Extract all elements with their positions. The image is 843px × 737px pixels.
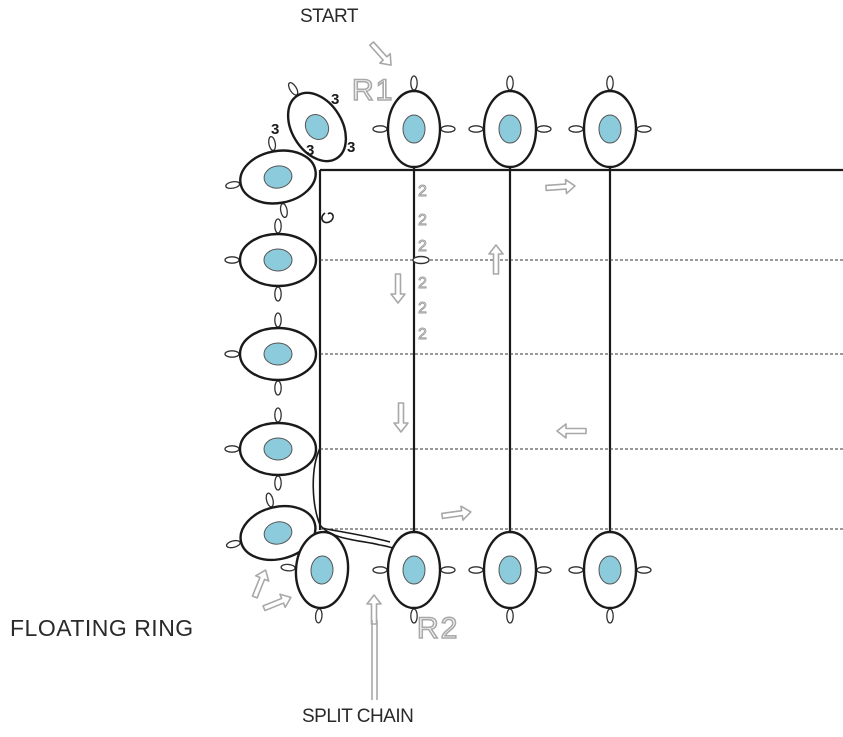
arrow-floating-up-icon <box>247 566 273 601</box>
arrow-left-icon <box>556 423 587 439</box>
floating-ring <box>225 492 317 562</box>
stitch-count: 3 <box>271 121 279 138</box>
left-ring-4 <box>224 407 318 491</box>
r2-label: R2 <box>416 611 460 646</box>
dashed-lines <box>320 259 843 530</box>
stitch-count: 2 <box>418 212 427 229</box>
bottom-ring-3 <box>568 530 652 624</box>
bottom-ring-1 <box>372 530 456 624</box>
arrow-right-icon <box>440 504 473 524</box>
arrow-down-icon <box>393 402 409 433</box>
arrow-down-icon <box>390 273 406 304</box>
r1-label: R1 <box>351 73 395 108</box>
corner-ring <box>286 82 348 163</box>
arrow-split-chain-icon <box>366 594 382 625</box>
stitch-count: 3 <box>331 91 339 108</box>
frame-lines <box>318 162 843 532</box>
arrow-right-icon <box>544 178 577 196</box>
stitch-count: 2 <box>418 238 427 255</box>
left-ring-1 <box>225 135 317 219</box>
stitch-count: 2 <box>418 275 427 292</box>
stitch-count: 3 <box>347 139 355 156</box>
bottom-ring-corner <box>280 530 350 624</box>
stitch-count: 2 <box>418 326 427 343</box>
joining-loop <box>321 212 334 224</box>
stitch-count: 2 <box>418 300 427 317</box>
top-ring-1 <box>372 75 456 169</box>
left-ring-3 <box>224 312 318 396</box>
split-chain-label: SPLIT CHAIN <box>302 706 414 727</box>
chain-stitch-counts: 2 2 2 2 2 2 <box>418 183 428 344</box>
left-ring-2 <box>224 218 318 302</box>
top-ring-2 <box>468 75 552 169</box>
chain-join-picot <box>412 255 430 265</box>
arrow-start-icon <box>365 38 398 71</box>
floating-ring-label: FLOATING RING <box>10 615 194 641</box>
start-label: START <box>300 6 359 27</box>
corner-stitch-counts: 3 3 3 3 <box>271 91 355 159</box>
top-ring-3 <box>568 75 652 169</box>
bottom-ring-2 <box>468 530 552 624</box>
stitch-count: 2 <box>418 183 427 200</box>
arrow-floating-right-icon <box>260 590 295 616</box>
stitch-count: 3 <box>306 142 314 159</box>
